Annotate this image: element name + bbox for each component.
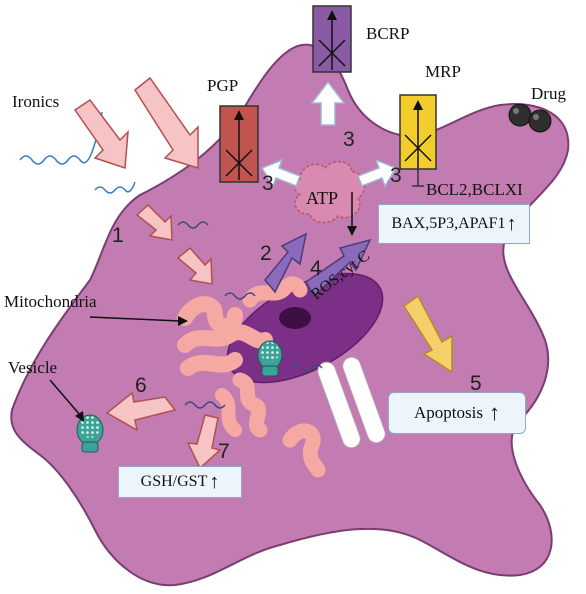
arrow (134, 76, 199, 170)
apoptosis-arrow (402, 294, 453, 374)
mitochondrion (282, 423, 326, 478)
ros-arrows (264, 232, 372, 298)
label-atp: ATP (306, 188, 339, 208)
mitochondrion (232, 372, 268, 438)
mitochondrion (180, 352, 243, 376)
label-vesicle: Vesicle (8, 358, 58, 377)
entry-arrows (73, 76, 222, 470)
mrp-transporter (399, 94, 437, 187)
bax-text: BAX,5P3,APAF1 (391, 215, 506, 232)
arrow (186, 414, 222, 470)
mitochondria-group (177, 276, 326, 478)
label-drug: Drug (531, 84, 566, 103)
arrow-to-pgp (260, 158, 301, 188)
vesicle-outer (76, 414, 104, 453)
apoptosis-text: Apoptosis (414, 403, 483, 422)
cell-rod (342, 356, 386, 444)
vesicle-leader (49, 379, 81, 416)
atp-arrows (260, 80, 398, 188)
box-bax: BAX,5P3,APAF1↑ (378, 204, 530, 244)
up-arrow-icon: ↑ (506, 212, 517, 235)
label-bcl: BCL2,BCLXI (426, 180, 523, 199)
vesicle-inner (257, 340, 283, 377)
label-mrp: MRP (425, 62, 461, 81)
mitochondria-leader (89, 316, 181, 322)
up-arrow-icon: ↑ (209, 470, 220, 493)
step-2: 2 (260, 242, 272, 265)
step-3-bcrp: 3 (343, 128, 355, 151)
step-7: 7 (218, 440, 230, 463)
mitochondrion (177, 324, 273, 353)
gsh-text: GSH/GST (140, 473, 208, 490)
step-3-mrp: 3 (390, 164, 402, 187)
label-bcrp: BCRP (366, 24, 410, 43)
label-mitochondria: Mitochondria (4, 292, 97, 311)
mitochondrion (242, 276, 308, 308)
box-apoptosis: Apoptosis ↑ (388, 392, 526, 434)
step-5: 5 (470, 372, 482, 395)
arrow (264, 232, 308, 294)
nucleolus (279, 307, 311, 329)
cell-rod (317, 361, 361, 449)
arrow (135, 203, 173, 241)
box-gsh: GSH/GST↑ (118, 466, 242, 498)
step-6: 6 (135, 374, 147, 397)
label-ironics: Ironics (12, 92, 60, 111)
up-arrow-icon: ↑ (488, 400, 500, 425)
arrow-to-bcrp (310, 80, 346, 126)
arrow (73, 98, 129, 170)
step-3-pgp: 3 (262, 172, 274, 195)
ironics-waves (19, 111, 323, 409)
mitochondrion (215, 388, 242, 437)
arrow-to-mrp (357, 158, 398, 188)
arrow (105, 391, 177, 432)
pgp-transporter (219, 105, 259, 183)
arrow (176, 246, 213, 285)
label-pgp: PGP (207, 76, 239, 95)
bcrp-transporter (312, 5, 352, 73)
mitochondrion (177, 296, 243, 335)
atp-blob (294, 160, 366, 224)
step-4: 4 (310, 257, 322, 280)
arrow (305, 238, 372, 298)
step-1: 1 (112, 224, 124, 247)
drug-molecules (508, 103, 552, 133)
